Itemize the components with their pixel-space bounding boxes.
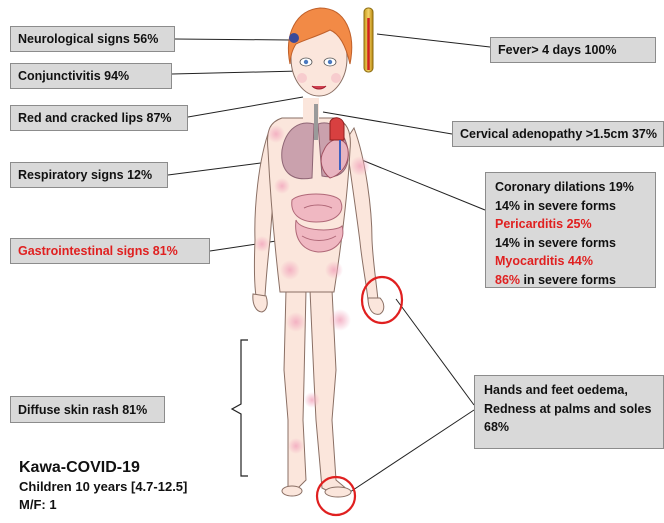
lips-label: Red and cracked lips 87% — [10, 105, 188, 131]
gastrointestinal-label: Gastrointestinal signs 81% — [10, 238, 210, 264]
extremities-line-redness: Redness at palms and soles — [484, 400, 654, 419]
myocarditis-severe-text: in severe forms — [520, 273, 616, 287]
extremities-line-oedema: Hands and feet oedema, — [484, 381, 654, 400]
fever-label: Fever> 4 days 100% — [490, 37, 656, 63]
cohort-summary: Kawa-COVID-19 Children 10 years [4.7-12.… — [19, 457, 187, 514]
myocarditis-severe-pct: 86% — [495, 273, 520, 287]
cardiac-line-myocarditis: Myocarditis 44% — [495, 252, 646, 271]
extremities-label: Hands and feet oedema, Redness at palms … — [474, 375, 664, 449]
cardiac-line-coronary: Coronary dilations 19% — [495, 178, 646, 197]
cardiac-line-coronary-severe: 14% in severe forms — [495, 197, 646, 216]
cohort-title: Kawa-COVID-19 — [19, 457, 187, 478]
extremities-line-pct: 68% — [484, 418, 654, 437]
cardiac-line-myocarditis-severe: 86% in severe forms — [495, 271, 646, 290]
conjunctivitis-label: Conjunctivitis 94% — [10, 63, 172, 89]
neurological-label: Neurological signs 56% — [10, 26, 175, 52]
cohort-age: Children 10 years [4.7-12.5] — [19, 478, 187, 496]
cardiac-label: Coronary dilations 19% 14% in severe for… — [485, 172, 656, 288]
cervical-label: Cervical adenopathy >1.5cm 37% — [452, 121, 664, 147]
cardiac-line-pericarditis-severe: 14% in severe forms — [495, 234, 646, 253]
thermometer-icon — [364, 8, 373, 72]
cohort-sex-ratio: M/F: 1 — [19, 496, 187, 514]
brace-icon — [232, 340, 248, 476]
respiratory-label: Respiratory signs 12% — [10, 162, 168, 188]
child-figure — [253, 8, 384, 497]
cardiac-line-pericarditis: Pericarditis 25% — [495, 215, 646, 234]
skin-rash-label: Diffuse skin rash 81% — [10, 396, 165, 423]
